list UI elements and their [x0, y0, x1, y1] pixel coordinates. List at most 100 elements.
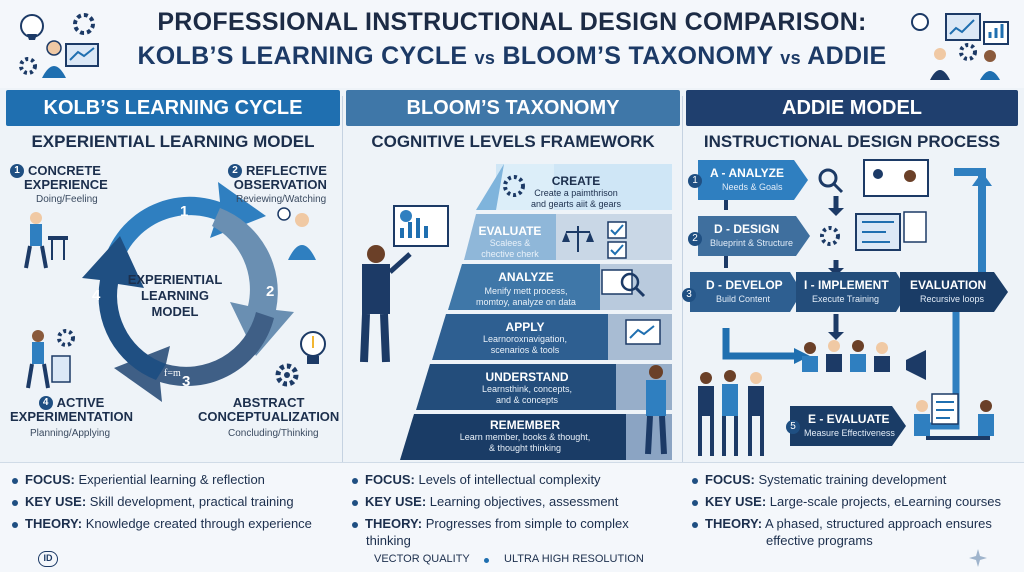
bloom-subtitle: COGNITIVE LEVELS FRAMEWORK	[371, 132, 655, 151]
addie-step-4-title: I - IMPLEMENT	[804, 278, 889, 292]
addie-step-3-title: D - DEVELOP	[706, 278, 783, 292]
addie-step-5-title: EVALUATION	[910, 278, 987, 292]
kolb-stage-2-num: 2	[228, 164, 242, 178]
bloom-level-remember-desc-2: & thought thinking	[488, 443, 562, 453]
addie-keyuse: KEY USE: Large-scale projects, eLearning…	[692, 494, 1001, 509]
kolb-center-line-2: LEARNING	[141, 288, 209, 303]
kolb-theory-label: THEORY:	[25, 516, 83, 531]
bloom-level-understand-desc-2: and & concepts	[495, 395, 559, 405]
bloom-theory-label: THEORY:	[365, 516, 423, 531]
kolb-stage-3-title: ABSTRACT CONCEPTUALIZATION	[198, 396, 339, 424]
bloom-level-create-desc-1: Create a paimthrison	[534, 188, 618, 198]
kolb-stage-2-line1: REFLECTIVE	[246, 163, 327, 178]
kolb-stage-3-line2: CONCEPTUALIZATION	[198, 409, 340, 424]
addie-step-5-sub: Recursive loops	[920, 294, 985, 304]
bloom-pyramid	[400, 164, 672, 460]
addie-theory-label: THEORY:	[705, 516, 763, 531]
addie-step-evaluate-shape	[790, 406, 906, 446]
bloom-level-understand-label: UNDERSTAND	[485, 370, 569, 384]
bloom-level-create-desc: Create a paimthrison and gearts aiit & g…	[516, 188, 636, 210]
kolb-banner: KOLB’S LEARNING CYCLE	[6, 90, 340, 126]
title-addie: ADDIE	[807, 42, 887, 70]
lightbulb-icon	[300, 331, 326, 364]
bloom-level-analyze-desc: Menify mett process, momtoy, analyze on …	[456, 286, 596, 308]
bloom-theory-cont: thinking	[366, 533, 411, 548]
addie-subtitle: INSTRUCTIONAL DESIGN PROCESS	[703, 132, 1001, 151]
blueprint-icon	[855, 211, 927, 251]
bloom-level-analyze-desc-2: momtoy, analyze on data	[476, 297, 576, 307]
bloom-focus-label: FOCUS:	[365, 472, 415, 487]
divider-left	[342, 96, 343, 552]
pyramid-level-create-peak	[476, 164, 504, 210]
sparkle-icon	[969, 549, 987, 567]
addie-step-implement-shape	[796, 272, 908, 312]
bloom-column: BLOOM’S TAXONOMY COGNITIVE LEVELS FRAMEW…	[346, 90, 680, 462]
bloom-level-remember-desc: Learn member, books & thought, & thought…	[430, 432, 620, 454]
review-meeting-illustration	[914, 393, 994, 440]
addie-step-2-num: 2	[688, 232, 702, 246]
addie-theory-text: A phased, structured approach ensures	[764, 516, 992, 531]
pyramid-level-analyze	[448, 264, 600, 310]
bloom-level-remember-label: REMEMBER	[489, 418, 560, 432]
kolb-stage-4-line1: ACTIVE	[56, 395, 105, 410]
title-line-2: KOLB’S LEARNING CYCLE vs BLOOM’S TAXONOM…	[120, 42, 904, 71]
megaphone-icon	[906, 350, 926, 380]
kolb-arrow-num-3: 3	[182, 373, 190, 390]
kolb-stage-1-sub: Doing/Feeling	[36, 194, 98, 205]
gear-icon	[275, 363, 299, 387]
bloom-level-understand-desc: Learnsthink, concepts, and & concepts	[442, 384, 612, 406]
magnifier-icon	[601, 269, 646, 298]
bloom-level-analyze-label: ANALYZE	[498, 270, 554, 284]
kolb-arrow-3	[114, 312, 274, 402]
bloom-level-analyze-desc-1: Menify mett process,	[484, 286, 568, 296]
bloom-focus: FOCUS: Levels of intellectual complexity	[352, 472, 601, 487]
kolb-theory: THEORY: Knowledge created through experi…	[12, 516, 312, 531]
pyramid-level-evaluate	[464, 214, 556, 260]
kolb-stage-4-sub: Planning/Applying	[30, 428, 111, 439]
kolb-stage-1-line2: EXPERIENCE	[24, 177, 108, 192]
addie-column: ADDIE MODEL INSTRUCTIONAL DESIGN PROCESS	[682, 90, 1018, 462]
bloom-student-illustration	[645, 365, 667, 455]
kolb-keyuse-text: Skill development, practical training	[89, 494, 294, 509]
pyramid-level-create	[496, 164, 554, 210]
checklist-icon	[607, 221, 627, 259]
title-kolb: KOLB’S LEARNING CYCLE	[137, 42, 468, 70]
bloom-keyuse-label: KEY USE:	[365, 494, 427, 509]
bloom-level-remember-desc-1: Learn member, books & thought,	[459, 432, 591, 442]
addie-step-4-sub: Execute Training	[812, 294, 880, 304]
pyramid-level-understand	[416, 364, 616, 410]
bloom-theory-text: Progresses from simple to complex	[425, 516, 629, 531]
header: PROFESSIONAL INSTRUCTIONAL DESIGN COMPAR…	[0, 0, 1024, 88]
bloom-level-evaluate-desc: Scalees & chective cherk	[468, 238, 552, 260]
kolb-stage-1-num: 1	[10, 164, 24, 178]
title-bloom: BLOOM’S TAXONOMY	[502, 42, 774, 70]
bloom-level-evaluate-desc-2: chective cherk	[481, 249, 539, 259]
bloom-keyuse-text: Learning objectives, assessment	[429, 494, 619, 509]
kolb-stage-4-num: 4	[38, 396, 53, 410]
pyramid-level-apply	[432, 314, 608, 360]
divider-right	[682, 96, 683, 552]
search-icon	[818, 168, 844, 194]
id-badge-text: ID	[43, 553, 53, 563]
bloom-level-create-label: CREATE	[551, 174, 601, 188]
scales-icon	[562, 226, 594, 252]
kolb-theory-text: Knowledge created through experience	[85, 516, 312, 531]
kolb-arrow-num-2: 2	[266, 283, 274, 300]
evaluators-illustration	[698, 370, 764, 456]
bloom-level-evaluate-label: EVALUATE	[478, 224, 542, 238]
addie-step-analyze-shape	[698, 160, 808, 200]
kolb-stage-4-line2: EXPERIMENTATION	[10, 409, 134, 424]
pyramid-level-remember	[400, 414, 626, 460]
kolb-person-doing-illustration	[24, 212, 68, 269]
id-badge: ID	[38, 551, 58, 567]
kolb-arrow-1	[100, 182, 266, 282]
footer: FOCUS: Experiential learning & reflectio…	[0, 462, 1024, 572]
title-line-1: PROFESSIONAL INSTRUCTIONAL DESIGN COMPAR…	[157, 8, 867, 36]
kolb-arrow-num-4: 4	[92, 287, 101, 304]
addie-theory: THEORY: A phased, structured approach en…	[692, 516, 992, 531]
addie-focus-text: Systematic training development	[758, 472, 947, 487]
kolb-keyuse: KEY USE: Skill development, practical tr…	[12, 494, 294, 509]
title-vs-1: vs	[474, 48, 496, 68]
